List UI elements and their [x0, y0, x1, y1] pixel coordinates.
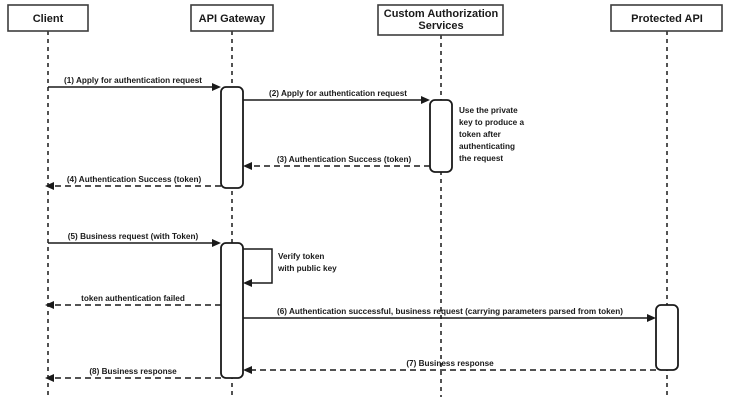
message-3-arrowhead-icon	[243, 162, 252, 170]
actor-api-gateway[interactable]: API Gateway	[190, 4, 274, 32]
message-4-label: (4) Authentication Success (token)	[67, 175, 202, 184]
note-private-key-line-5: the request	[459, 154, 503, 163]
message-6-arrowhead-icon	[647, 314, 656, 322]
actor-label-custom-authorization-services-line1: Custom Authorization	[384, 8, 499, 20]
message-4[interactable]: (4) Authentication Success (token)	[45, 175, 221, 190]
activation-api-gateway-2	[220, 242, 244, 379]
actor-label-custom-authorization-services-line2: Services	[418, 20, 463, 32]
message-2-label: (2) Apply for authentication request	[269, 89, 407, 98]
message-7[interactable]: (7) Business response	[243, 359, 656, 374]
message-3[interactable]: (3) Authentication Success (token)	[243, 155, 430, 170]
actor-custom-authorization-services[interactable]: Custom Authorization Services	[377, 4, 504, 36]
actor-headers-group: Client API Gateway Custom Authorization …	[7, 4, 723, 36]
note-private-key-line-2: key to produce a	[459, 118, 525, 127]
message-1-arrowhead-icon	[212, 83, 221, 91]
message-self-verify-token-loop	[243, 248, 273, 284]
message-self-verify-token-arrowhead-icon	[243, 279, 252, 287]
message-5-arrowhead-icon	[212, 239, 221, 247]
note-private-key-line-4: authenticating	[459, 142, 515, 151]
actor-protected-api[interactable]: Protected API	[610, 4, 723, 32]
activation-api-gateway-1	[220, 86, 244, 189]
message-5-label: (5) Business request (with Token)	[68, 232, 199, 241]
message-token-authentication-failed-arrowhead-icon	[45, 301, 54, 309]
message-2[interactable]: (2) Apply for authentication request	[243, 89, 430, 104]
lifelines-group	[47, 31, 668, 397]
note-private-key: Use the private key to produce a token a…	[459, 106, 525, 163]
actor-box-api-gateway[interactable]	[190, 4, 274, 32]
actor-box-client[interactable]	[7, 4, 89, 32]
message-4-arrowhead-icon	[45, 182, 54, 190]
actor-label-client: Client	[33, 13, 64, 25]
message-6[interactable]: (6) Authentication successful, business …	[243, 307, 656, 322]
message-8[interactable]: (8) Business response	[45, 367, 221, 382]
message-3-label: (3) Authentication Success (token)	[277, 155, 412, 164]
actor-label-protected-api: Protected API	[631, 13, 703, 25]
message-7-arrowhead-icon	[243, 366, 252, 374]
message-2-arrowhead-icon	[421, 96, 430, 104]
note-private-key-line-3: token after	[459, 130, 502, 139]
message-self-verify-token-label-line-2: with public key	[277, 264, 337, 273]
actor-box-protected-api[interactable]	[610, 4, 723, 32]
message-1[interactable]: (1) Apply for authentication request	[48, 76, 221, 91]
actor-client[interactable]: Client	[7, 4, 89, 32]
note-private-key-line-1: Use the private	[459, 106, 518, 115]
message-self-verify-token[interactable]: Verify token with public key	[243, 248, 337, 287]
message-7-label: (7) Business response	[406, 359, 494, 368]
message-8-label: (8) Business response	[89, 367, 177, 376]
actor-box-custom-authorization-services[interactable]	[377, 4, 504, 36]
message-8-arrowhead-icon	[45, 374, 54, 382]
message-token-authentication-failed-label: token authentication failed	[81, 294, 185, 303]
message-self-verify-token-label-line-1: Verify token	[278, 252, 324, 261]
activation-protected-api-1	[655, 304, 679, 371]
message-token-authentication-failed[interactable]: token authentication failed	[45, 294, 221, 309]
message-6-label: (6) Authentication successful, business …	[277, 307, 623, 316]
activation-custom-authorization-services-1	[429, 99, 453, 173]
message-5[interactable]: (5) Business request (with Token)	[48, 232, 221, 247]
message-1-label: (1) Apply for authentication request	[64, 76, 202, 85]
actor-label-api-gateway: API Gateway	[199, 13, 267, 25]
